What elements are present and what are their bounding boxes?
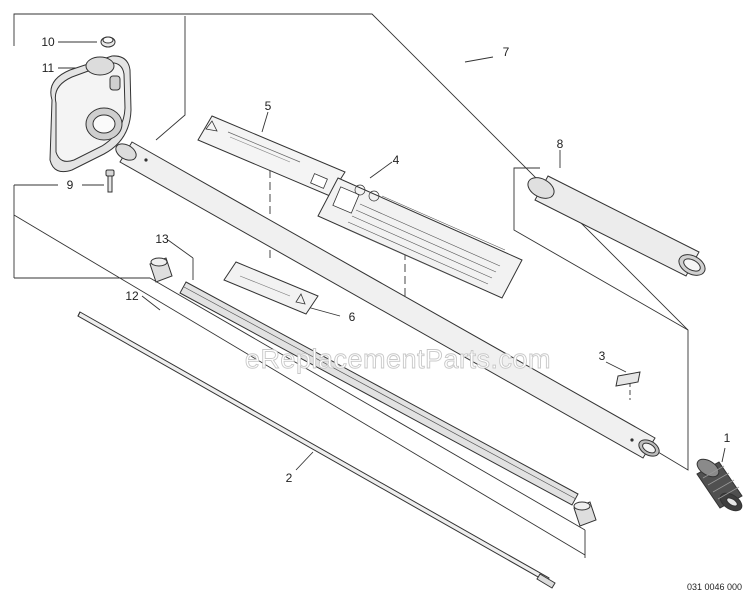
callout-9: 9 — [67, 178, 74, 192]
leader-4 — [369, 161, 393, 179]
callout-10: 10 — [41, 35, 55, 49]
leader-12 — [141, 295, 161, 311]
part-grip — [527, 175, 706, 277]
callout-11: 11 — [42, 61, 55, 75]
callout-13: 13 — [155, 232, 169, 246]
part-coupling — [696, 458, 743, 512]
part-decal-mid — [223, 261, 319, 315]
callout-1: 1 — [724, 431, 731, 445]
part-liner-guide — [179, 281, 579, 506]
callout-12: 12 — [125, 289, 139, 303]
leader-tube — [155, 16, 186, 141]
part-main-tube — [115, 141, 660, 459]
reference-code: 031 0046 000 — [687, 582, 742, 592]
leader-12-rod — [13, 214, 586, 556]
part-drive-shaft — [77, 311, 556, 589]
part-decal-small — [197, 115, 346, 197]
callout-3: 3 — [599, 349, 606, 363]
part-screw — [105, 169, 115, 193]
leader-7-frame — [13, 13, 689, 471]
leader-1 — [721, 447, 726, 463]
part-key — [615, 371, 641, 387]
leader-lines — [13, 13, 726, 558]
part-bushing-lower — [573, 501, 597, 527]
watermark-text: eReplacementParts.com — [245, 344, 551, 374]
leader-7 — [464, 56, 494, 63]
part-nut — [100, 36, 116, 48]
leader-8-frame — [513, 167, 689, 331]
callout-6: 6 — [349, 310, 356, 324]
callout-labels: 10 11 9 7 5 4 8 13 12 6 3 1 2 — [41, 35, 730, 485]
leader-5 — [261, 111, 269, 133]
part-decal-large — [317, 177, 523, 299]
callout-8: 8 — [557, 137, 564, 151]
leader-3 — [605, 361, 627, 373]
callout-4: 4 — [393, 153, 400, 167]
callout-7: 7 — [503, 45, 510, 59]
callout-5: 5 — [265, 99, 272, 113]
leader-sleeve — [149, 277, 586, 531]
callout-2: 2 — [286, 471, 293, 485]
leader-13a — [167, 239, 194, 259]
part-bushing — [149, 257, 173, 283]
leader-2 — [295, 451, 314, 471]
part-cover-plate — [49, 55, 132, 173]
